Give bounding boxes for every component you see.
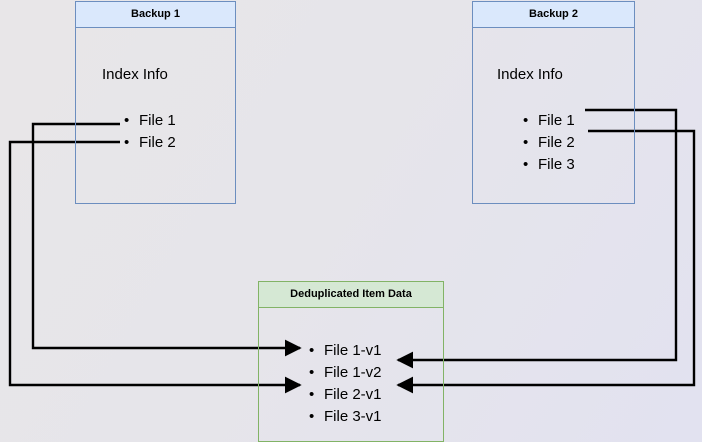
node-backup1-index-label: Index Info [102,66,168,83]
node-backup1-title: Backup 1 [76,2,235,28]
node-backup2-title: Backup 2 [473,2,634,28]
node-backup1[interactable]: Backup 1 Index Info File 1 File 2 [75,1,236,204]
list-item: File 2-v1 [309,384,382,406]
node-deduplicated-item-data[interactable]: Deduplicated Item Data File 1-v1 File 1-… [258,281,444,442]
list-item: File 1-v2 [309,362,382,384]
node-backup2-index-label: Index Info [497,66,563,83]
node-backup1-file-list: File 1 File 2 [124,110,176,154]
list-item: File 1 [124,110,176,132]
list-item: File 3-v1 [309,406,382,428]
list-item: File 1 [523,110,575,132]
list-item: File 2 [523,132,575,154]
node-backup2-file-list: File 1 File 2 File 3 [523,110,575,176]
node-dedup-title: Deduplicated Item Data [259,282,443,308]
list-item: File 1-v1 [309,340,382,362]
node-dedup-file-list: File 1-v1 File 1-v2 File 2-v1 File 3-v1 [309,340,382,428]
node-backup2[interactable]: Backup 2 Index Info File 1 File 2 File 3 [472,1,635,204]
list-item: File 2 [124,132,176,154]
list-item: File 3 [523,154,575,176]
